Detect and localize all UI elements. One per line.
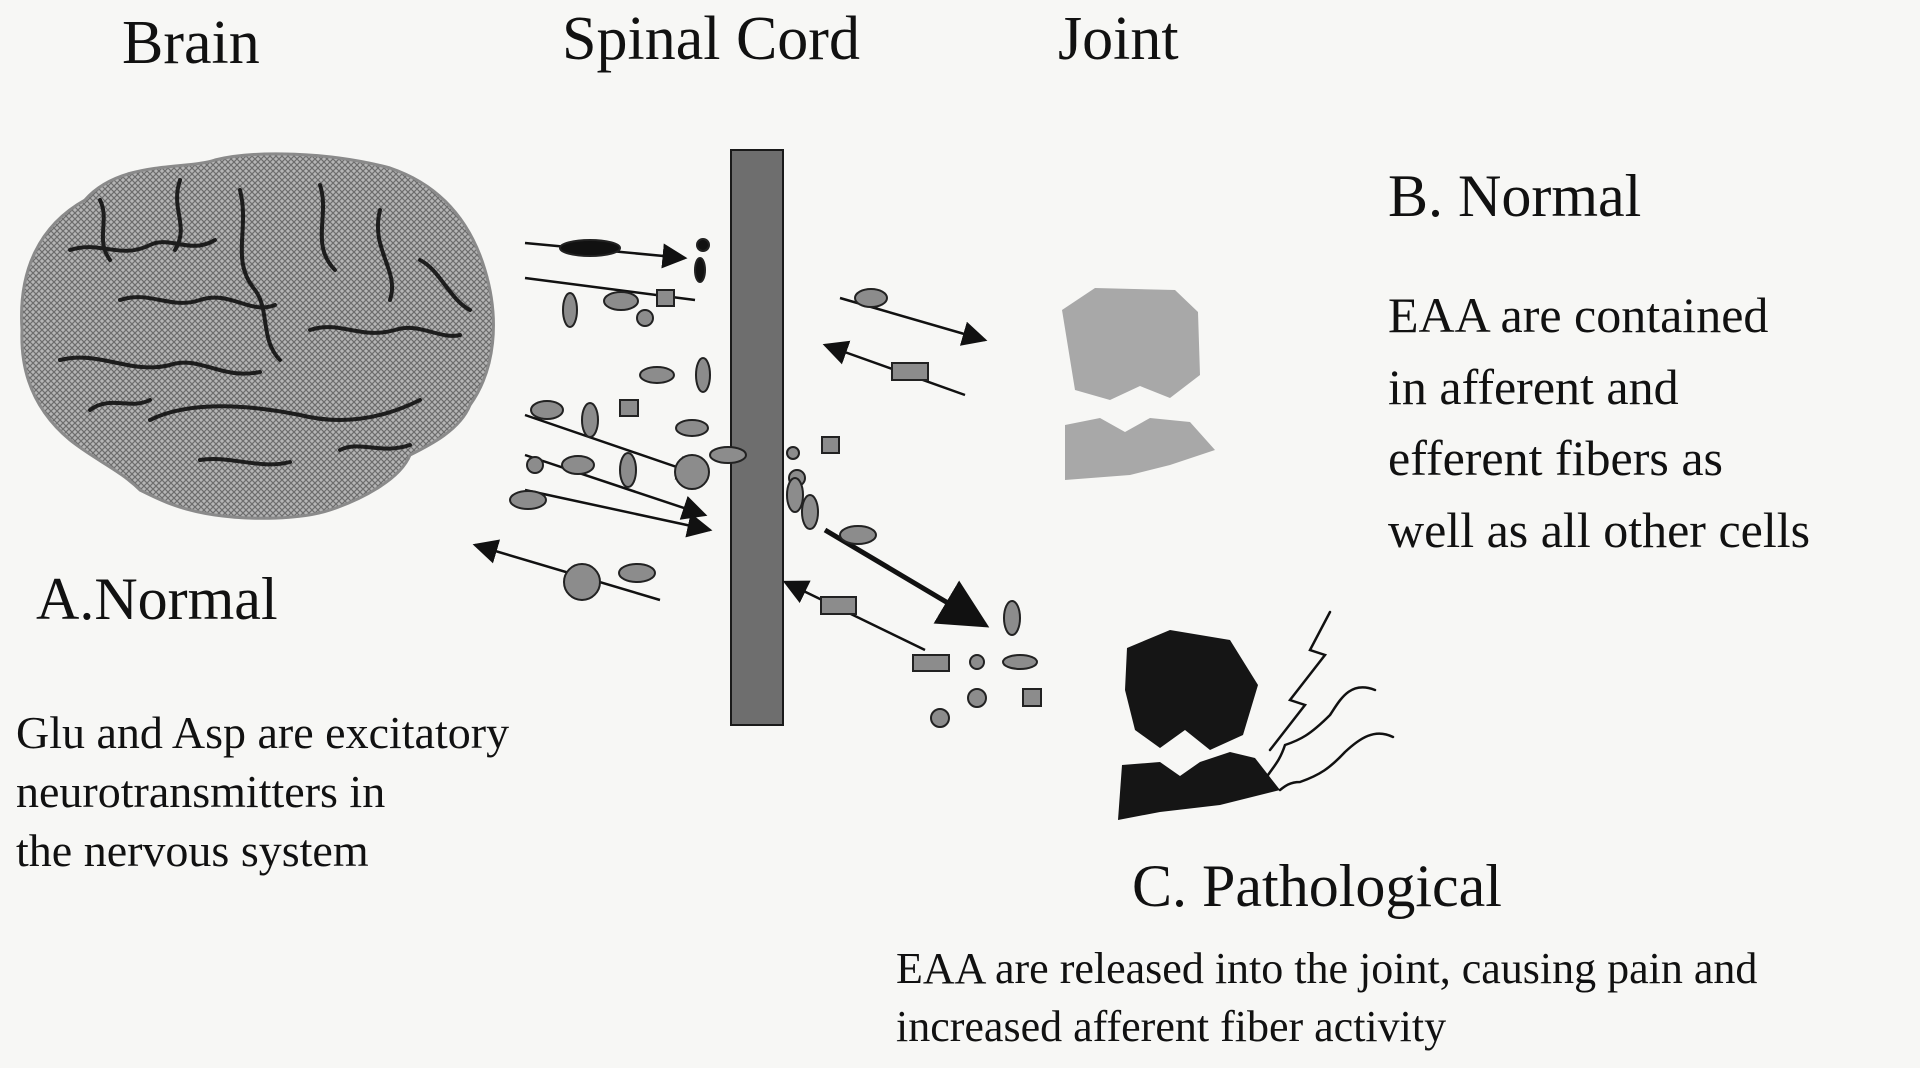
molecule (603, 291, 639, 311)
arrow-cord-to-joint-bold (823, 527, 990, 628)
arrows (472, 241, 990, 652)
molecule (696, 238, 710, 252)
molecule (509, 490, 547, 510)
molecule (786, 477, 804, 513)
joint-normal (1062, 288, 1215, 480)
pain-fiber-1 (1268, 610, 1332, 752)
molecule (618, 563, 656, 583)
joint-pathological (1118, 630, 1280, 820)
brain-sulci (58, 178, 472, 467)
molecule (801, 494, 819, 530)
molecule (581, 402, 599, 438)
molecule (821, 436, 840, 454)
arrow-brain-to-cord-3 (524, 413, 703, 480)
molecule (694, 257, 706, 283)
molecule (891, 362, 929, 381)
molecule (969, 654, 985, 670)
section-b-line-1: EAA are contained (1388, 287, 1769, 343)
molecule (530, 400, 564, 420)
molecule (675, 419, 709, 437)
arrow-joint-to-cord-low (782, 580, 926, 652)
molecule (930, 708, 950, 728)
molecule (563, 563, 601, 601)
spinal-cord-header: Spinal Cord (562, 5, 860, 73)
molecule (1003, 600, 1021, 636)
molecule (562, 292, 578, 328)
molecule (619, 399, 639, 417)
section-b-text: EAA are contained in afferent and effere… (1388, 280, 1810, 566)
brain-header: Brain (122, 9, 260, 77)
molecule (820, 596, 857, 615)
molecule (1022, 688, 1042, 707)
brain-shape (20, 152, 495, 520)
pain-fiber-3 (1278, 732, 1395, 792)
joint-normal-upper-bone (1062, 288, 1200, 400)
joint-pathological-lower-bone (1118, 752, 1280, 820)
molecules (509, 238, 1042, 728)
section-c-line-1: EAA are released into the joint, causing… (896, 944, 1758, 993)
molecule (674, 454, 710, 490)
molecule (912, 654, 950, 672)
joint-pathological-upper-bone (1125, 630, 1258, 750)
molecule (695, 357, 711, 393)
molecule (839, 525, 877, 545)
section-c-line-2: increased afferent fiber activity (896, 1002, 1447, 1052)
brain-illustration (20, 152, 495, 520)
molecule (636, 309, 654, 327)
section-b-line-3: efferent fibers as (1388, 430, 1724, 486)
section-b-title: B. Normal (1388, 163, 1642, 229)
section-a-line-2: neurotransmitters in (16, 765, 386, 817)
molecule (561, 455, 595, 475)
molecule (526, 456, 544, 474)
arrow-brain-to-cord-5 (524, 488, 713, 538)
section-c-text: EAA are released into the joint, causing… (896, 940, 1757, 1056)
molecule (854, 288, 888, 308)
pain-fibers (1266, 610, 1395, 792)
spinal-cord-bar (730, 149, 784, 726)
joint-normal-lower-bone (1065, 418, 1215, 480)
molecule (709, 446, 747, 464)
section-a-line-3: the nervous system (16, 824, 369, 876)
section-b-line-2: in afferent and (1388, 358, 1679, 415)
section-b-line-4: well as all other cells (1388, 501, 1811, 558)
molecule (1002, 654, 1038, 670)
molecule (639, 366, 675, 384)
arrow-brain-to-cord-4 (524, 453, 708, 520)
molecule (786, 446, 800, 460)
molecule (619, 452, 637, 488)
section-a-text: Glu and Asp are excitatory neurotransmit… (16, 704, 509, 881)
molecule (967, 688, 987, 708)
section-c-title: C. Pathological (1132, 853, 1502, 919)
molecule-dark (559, 239, 621, 257)
section-a-title: A.Normal (36, 566, 278, 632)
joint-header: Joint (1058, 5, 1179, 73)
pain-fiber-2 (1266, 686, 1377, 777)
molecule (656, 289, 675, 307)
section-a-line-1: Glu and Asp are excitatory (16, 707, 510, 758)
